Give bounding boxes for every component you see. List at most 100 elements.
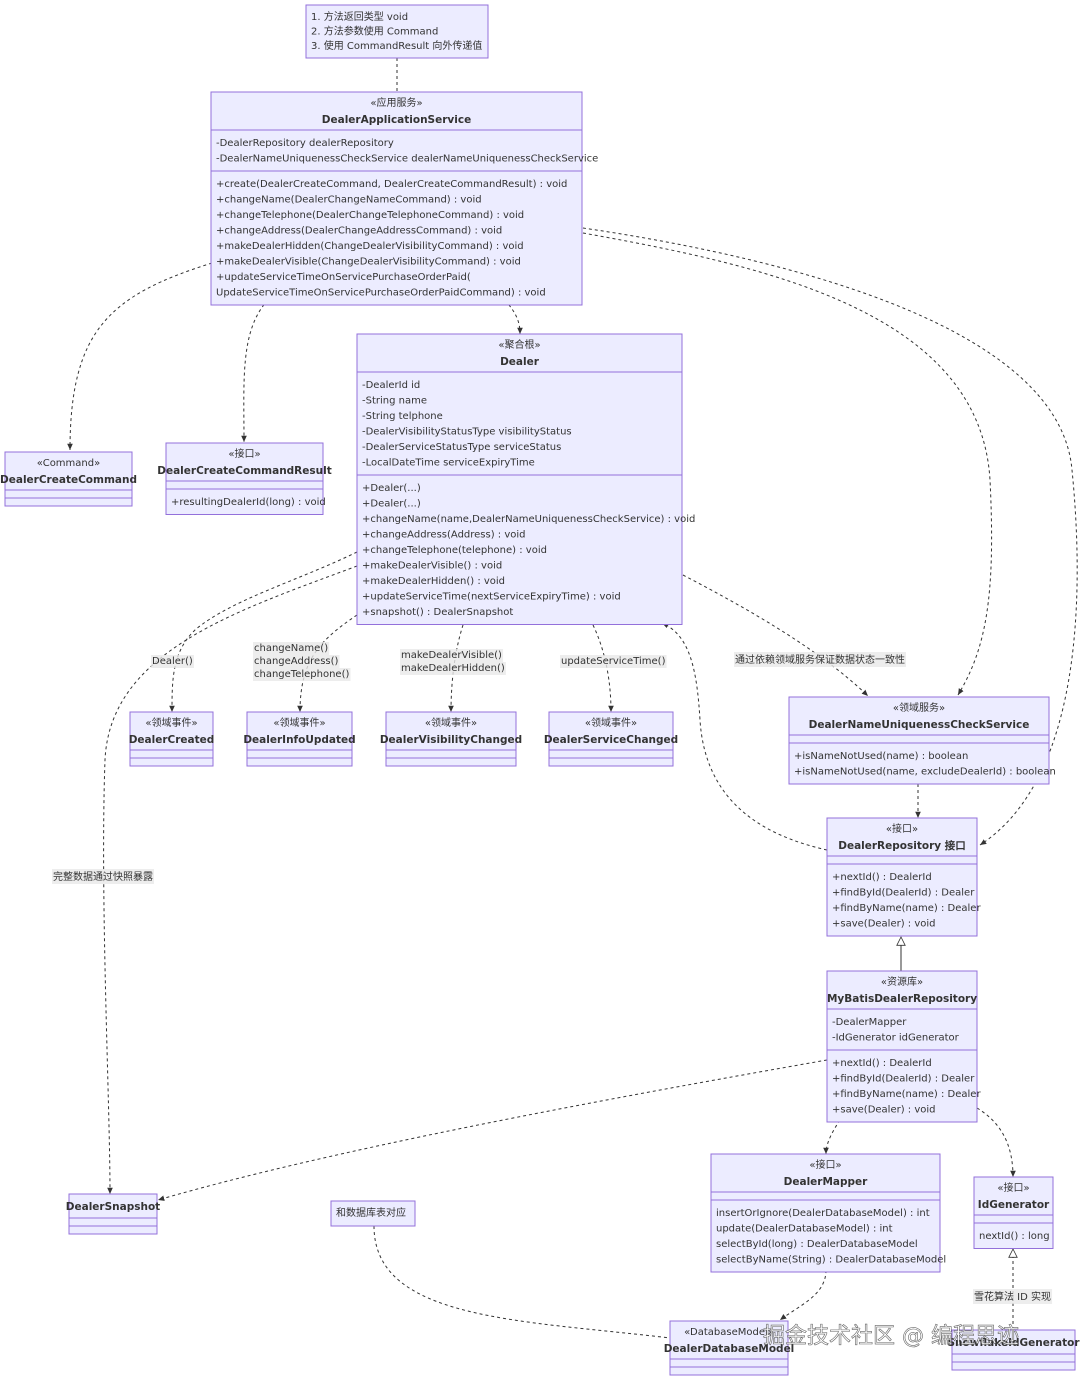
class-method: +makeDealerHidden(ChangeDealerVisibility… [216,241,524,252]
note-box [305,4,489,59]
class-create-command: «Command» DealerCreateCommand [0,451,137,507]
class-stereotype: «接口» [228,447,260,460]
class-name: DealerServiceChanged [544,734,678,746]
class-dealer-info-updated: «领域事件» DealerInfoUpdated [243,711,356,767]
class-method: +changeName(name,DealerNameUniquenessChe… [362,514,695,525]
note-line: 1. 方法返回类型 void [311,10,408,23]
edge-label-bg [52,869,154,884]
class-method: +findByName(name) : Dealer [832,903,981,914]
class-name: SnowflakeIdGenerator [947,1337,1080,1349]
edge-label-bg [560,655,667,668]
class-method: nextId() : long [979,1231,1050,1242]
edge-dealer-to-snapshot [103,565,358,1195]
class-box [246,711,353,767]
class-name: DealerApplicationService [322,114,471,126]
edge-label-bg [400,649,504,662]
edge-label-text: changeName() [254,643,328,654]
class-box [68,1193,158,1235]
watermark: 掘金技术社区 @ 编程思迹 [763,1324,1019,1349]
class-method: +create(DealerCreateCommand, DealerCreat… [216,179,567,190]
edge-mybatis-to-mapper [823,1119,841,1155]
class-method: +changeAddress(DealerChangeAddressComman… [216,226,502,237]
class-stereotype: «领域服务» [893,701,945,714]
class-name: DealerInfoUpdated [243,734,355,746]
class-name: DealerVisibilityChanged [380,734,522,746]
edge-dealer-to-info-updated [297,614,358,713]
class-stereotype: «Command» [37,458,100,469]
class-name: DealerDatabaseModel [664,1343,795,1355]
class-box [129,711,214,767]
class-name: Dealer [500,356,540,368]
class-stereotype: «接口» [809,1158,841,1171]
class-stereotype: «应用服务» [370,96,422,109]
class-method: selectById(long) : DealerDatabaseModel [716,1239,918,1250]
class-dealer-service-changed: «领域事件» DealerServiceChanged [544,711,678,767]
class-method: +nextId() : DealerId [832,872,932,883]
class-stereotype: «接口» [997,1181,1029,1194]
edge-label-text: makeDealerHidden() [401,663,505,674]
class-method: +updateServiceTime(nextServiceExpiryTime… [362,592,621,603]
class-dealer-mapper: «接口»DealerMapperinsertOrIgnore(DealerDat… [710,1153,946,1273]
edge-label-lbl-snowflake: 雪花算法 ID 实现 [973,1289,1053,1304]
class-method: selectByName(String) : DealerDatabaseMod… [716,1255,946,1266]
class-method: +updateServiceTimeOnServicePurchaseOrder… [216,272,471,283]
class-stereotype: «DatabaseModel» [684,1327,774,1338]
class-stereotype: «领域事件» [145,716,197,729]
class-method: insertOrIgnore(DealerDatabaseModel) : in… [716,1208,930,1219]
class-name: DealerCreateCommand [0,474,137,486]
edge-app-to-name-check [582,232,993,696]
class-stereotype: «领域事件» [585,716,637,729]
edge-label-bg [253,655,340,668]
class-name: MyBatisDealerRepository [827,993,977,1005]
edge-label-lbl-info-updated-1: changeName() [253,642,330,655]
class-method: +changeTelephone(DealerChangeTelephoneCo… [216,210,524,221]
class-method: +resultingDealerId(long) : void [171,497,326,508]
class-attribute: -String name [362,396,427,407]
edge-app-to-dealer [504,299,523,335]
class-create-result: «接口»DealerCreateCommandResult+resultingD… [157,442,332,515]
class-method: +isNameNotUsed(name) : boolean [794,751,968,762]
class-attribute: -DealerMapper [832,1017,907,1028]
class-box [826,817,978,937]
edge-label-lbl-info-updated-2: changeAddress() [253,655,340,668]
class-mybatis-repository: «资源库» MyBatisDealerRepository -DealerMappe… [826,970,981,1123]
edge-label-bg [400,662,506,675]
classes-layer: «应用服务»DealerApplicationService-DealerRep… [0,91,1080,1376]
class-attribute: -LocalDateTime serviceExpiryTime [362,458,535,469]
class-dealer-snapshot: DealerSnapshot [66,1193,160,1235]
class-attribute: -IdGenerator idGenerator [832,1033,960,1044]
class-dealer-visibility-changed: «领域事件»DealerVisibilityChanged [380,711,522,767]
class-method: +changeTelephone(telephone) : void [362,545,547,556]
class-snowflake-generator: SnowflakeIdGenerator [947,1329,1080,1371]
class-method: +findByName(name) : Dealer [832,1089,981,1100]
edge-label-bg [151,655,194,668]
class-method: +Dealer(...) [362,499,421,510]
edge-label-lbl-visibility-2: makeDealerHidden() [400,662,506,675]
edge-label-bg [253,642,330,655]
class-name: DealerRepository 接口 [838,839,966,852]
class-attribute: -DealerVisibilityStatusType visibilitySt… [362,427,572,438]
edge-mybatis-to-snapshot [157,1059,828,1201]
class-name: DealerCreated [129,734,215,746]
edge-label-lbl-info-updated-3: changeTelephone() [253,668,351,681]
note-line: 2. 方法参数使用 Command [311,25,438,38]
class-box [210,91,583,306]
class-stereotype: «领域事件» [273,716,325,729]
edge-note-db-to-model [373,1225,671,1339]
edge-app-to-create-result [241,299,269,443]
edge-label-text: changeAddress() [254,656,339,667]
class-method: +makeDealerVisible() : void [362,561,502,572]
class-method: update(DealerDatabaseModel) : int [716,1224,893,1235]
class-box [385,711,517,767]
edge-dealer-to-created [169,551,358,713]
edge-label-text: makeDealerVisible() [401,650,502,661]
edge-labels-layer: Dealer()changeName()changeAddress()chang… [52,642,1053,1304]
class-box [973,1176,1054,1249]
class-stereotype: «资源库» [881,975,923,988]
class-box [165,442,324,515]
class-box [788,696,1050,785]
edge-app-to-create-command [67,262,213,451]
